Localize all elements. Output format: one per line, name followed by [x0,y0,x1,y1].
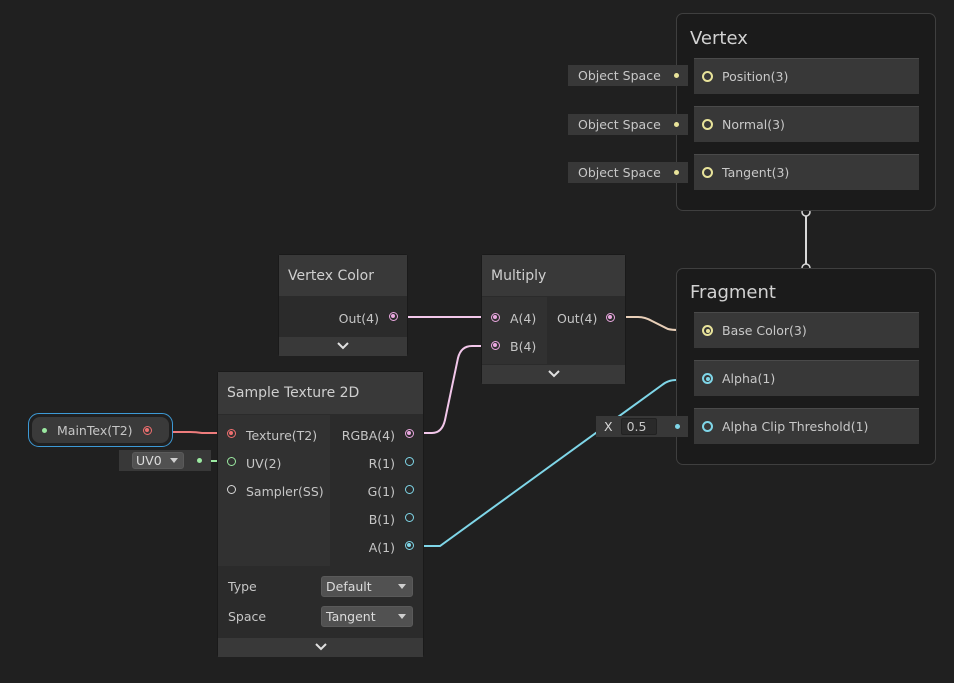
space-label: Space [228,609,267,624]
fragment-block-basecolor[interactable]: Base Color(3) [694,312,919,348]
multiply-outputs: Out(4) [547,297,625,364]
alpha-clip-value-field[interactable]: 0.5 [620,418,657,435]
tangent-port[interactable] [702,167,713,178]
texture-input-port[interactable] [227,429,236,438]
uv-channel-dot [197,458,202,463]
maintex-pill: MainTex(T2) [32,417,169,443]
basecolor-port[interactable] [702,325,713,336]
vertex-title: Vertex [690,28,748,49]
g-output-port[interactable] [405,485,414,494]
chevron-down-icon [314,641,327,654]
multiply-a-port[interactable] [491,313,500,322]
chevron-down-icon [547,368,560,381]
vertex-color-out-port[interactable] [389,312,398,321]
multiply-header[interactable]: Multiply [482,255,625,296]
b-output-port[interactable] [405,513,414,522]
multiply-node[interactable]: Multiply A(4) B(4) Out(4) [481,254,626,384]
fragment-block-alpha-clip[interactable]: Alpha Clip Threshold(1) [694,408,919,444]
sample-texture-inputs: Texture(T2) UV(2) Sampler(SS) [218,415,330,566]
rgba-output-port[interactable] [405,429,414,438]
alpha-clip-value-chip[interactable]: X 0.5 [596,416,688,437]
normal-port[interactable] [702,119,713,130]
position-port[interactable] [702,71,713,82]
fragment-context[interactable]: Fragment Base Color(3) Alpha(1) Alpha Cl… [676,268,936,465]
sample-texture-properties: Type Default Space Tangent [218,567,423,637]
alpha-clip-label: Alpha Clip Threshold(1) [722,419,869,434]
type-value: Default [326,579,372,594]
tangent-space-chip[interactable]: Object Space [568,162,688,183]
alpha-clip-axis-label: X [604,419,613,434]
vertex-context[interactable]: Vertex Position(3) Normal(3) Tangent(3) [676,13,936,211]
tangent-space-label: Object Space [578,165,661,180]
sample-texture-title: Sample Texture 2D [227,385,360,401]
uv-channel-value: UV0 [136,453,162,468]
sample-texture-expand[interactable] [218,638,423,657]
multiply-b-label: B(4) [510,339,537,354]
texture-input-label: Texture(T2) [246,428,318,443]
g-output-label: G(1) [367,484,395,499]
normal-space-label: Object Space [578,117,661,132]
dropdown-arrow-icon [398,614,406,619]
maintex-property-node[interactable]: MainTex(T2) [28,413,173,447]
sampler-input-port[interactable] [227,485,236,494]
multiply-inputs: A(4) B(4) [482,297,547,364]
position-space-label: Object Space [578,68,661,83]
multiply-out-label: Out(4) [557,311,598,326]
fragment-block-alpha[interactable]: Alpha(1) [694,360,919,396]
normal-label: Normal(3) [722,117,785,132]
alpha-port[interactable] [702,373,713,384]
vertex-color-expand[interactable] [279,337,407,356]
chevron-down-icon [337,340,349,353]
dropdown-arrow-icon [170,458,178,463]
uv-input-port[interactable] [227,457,236,466]
uv-channel-chip[interactable]: UV0 [119,450,211,471]
vertex-color-title: Vertex Color [288,267,375,284]
sample-texture-node[interactable]: Sample Texture 2D Texture(T2) UV(2) Samp… [217,371,424,657]
normal-space-chip[interactable]: Object Space [568,114,688,135]
multiply-expand[interactable] [482,365,625,384]
wire-a-to-alpha [409,379,706,547]
sample-texture-outputs: RGBA(4) R(1) G(1) B(1) A(1) [330,415,423,566]
uv-input-label: UV(2) [246,456,282,471]
r-output-port[interactable] [405,457,414,466]
multiply-b-port[interactable] [491,341,500,350]
multiply-title: Multiply [491,267,547,284]
a-output-port[interactable] [405,541,414,550]
position-space-dot [674,73,679,78]
b-output-label: B(1) [368,512,395,527]
type-dropdown[interactable]: Default [321,576,413,597]
vertex-color-header[interactable]: Vertex Color [279,255,407,296]
tangent-label: Tangent(3) [722,165,790,180]
vertex-color-body: Out(4) [279,297,407,336]
vertex-block-tangent[interactable]: Tangent(3) [694,154,919,190]
alpha-label: Alpha(1) [722,371,776,386]
space-dropdown[interactable]: Tangent [321,606,413,627]
position-space-chip[interactable]: Object Space [568,65,688,86]
sample-texture-header[interactable]: Sample Texture 2D [218,372,423,414]
tangent-space-dot [674,170,679,175]
position-label: Position(3) [722,69,789,84]
normal-space-dot [674,122,679,127]
maintex-label: MainTex(T2) [57,423,133,438]
dropdown-arrow-icon [398,584,406,589]
type-label: Type [228,579,257,594]
fragment-title: Fragment [690,282,776,303]
maintex-out-port[interactable] [143,426,152,435]
sampler-input-label: Sampler(SS) [246,484,324,499]
vertex-color-out-label: Out(4) [338,311,379,326]
maintex-exposed-dot [42,428,47,433]
vertex-block-position[interactable]: Position(3) [694,58,919,94]
basecolor-label: Base Color(3) [722,323,807,338]
rgba-output-label: RGBA(4) [341,428,395,443]
vertex-color-node[interactable]: Vertex Color Out(4) [278,254,408,356]
multiply-out-port[interactable] [606,313,615,322]
r-output-label: R(1) [368,456,395,471]
a-output-label: A(1) [368,540,395,555]
alpha-clip-dot [675,424,680,429]
vertex-block-normal[interactable]: Normal(3) [694,106,919,142]
alpha-clip-port[interactable] [702,421,713,432]
uv-channel-dropdown[interactable]: UV0 [132,452,184,469]
space-value: Tangent [326,609,376,624]
multiply-a-label: A(4) [510,311,537,326]
